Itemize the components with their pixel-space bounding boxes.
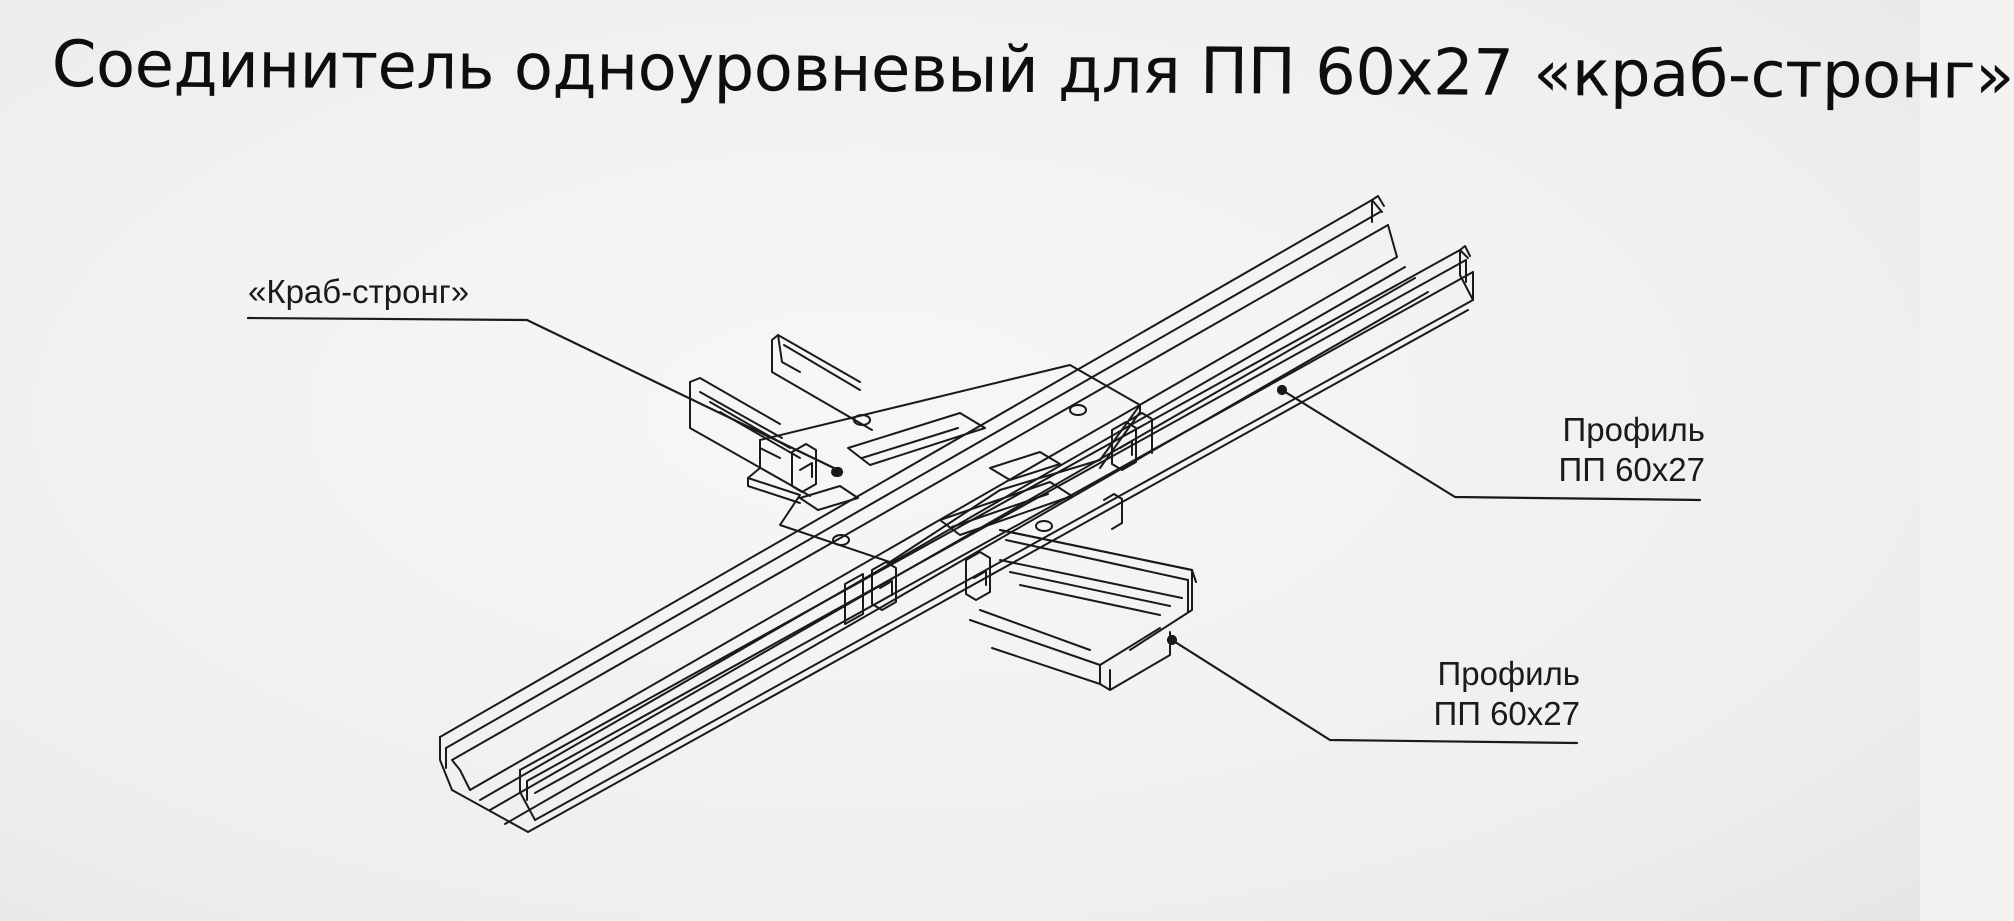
leader-profile-lower (1170, 638, 1579, 745)
connector-plate (747, 364, 1141, 563)
callout-profile-upper: Профиль ПП 60x27 (1530, 410, 1705, 490)
callout-connector-label: «Краб-стронг» (248, 273, 470, 310)
callout-profile-upper-line2: ПП 60x27 (1558, 451, 1705, 488)
profile-cross (689, 334, 1197, 691)
connector-assembly-drawing (246, 195, 1702, 833)
callout-profile-upper-line1: Профиль (1562, 411, 1705, 448)
callout-profile-lower-line1: Профиль (1437, 655, 1580, 692)
leader-profile-upper-dot (1276, 384, 1288, 396)
leader-lines (246, 316, 1702, 745)
leader-profile-upper (1280, 388, 1702, 502)
callout-profile-lower: Профиль ПП 60x27 (1405, 654, 1580, 734)
callout-profile-lower-line2: ПП 60x27 (1433, 695, 1580, 732)
leader-connector (246, 316, 840, 472)
connector-tabs (791, 412, 1153, 625)
leader-profile-lower-dot (1166, 634, 1178, 646)
leader-connector-dot (832, 466, 844, 478)
